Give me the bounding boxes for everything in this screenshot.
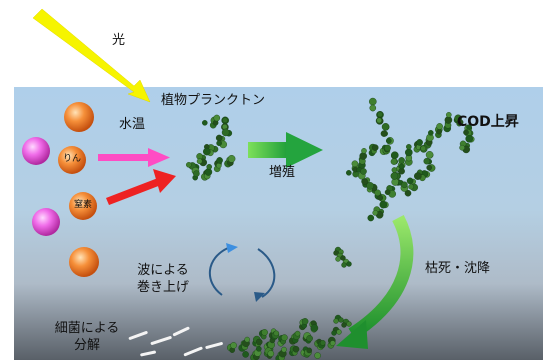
resuspension-cycle-arrows bbox=[208, 243, 276, 302]
bacteria-particles bbox=[128, 326, 223, 357]
growth-label: 増殖 bbox=[269, 165, 296, 180]
phosphorus-ball-icon bbox=[58, 146, 86, 174]
settling-arrow bbox=[336, 214, 414, 349]
phytoplankton-label: 植物プランクトン bbox=[161, 93, 266, 108]
water-body bbox=[14, 87, 543, 360]
nutrient-ball-icon bbox=[32, 208, 60, 236]
growth-arrow bbox=[248, 132, 323, 168]
nitrogen-inflow-arrow bbox=[106, 169, 176, 205]
nutrient-ball-icon bbox=[22, 137, 50, 165]
sunlight-arrow bbox=[32, 8, 151, 103]
light-label: 光 bbox=[112, 33, 126, 48]
nitrogen-ball-icon bbox=[69, 192, 97, 220]
water-temperature-label: 水温 bbox=[119, 117, 146, 132]
resuspension-label: 波による 巻き上げ bbox=[136, 263, 189, 295]
temperature-ball-icon bbox=[64, 102, 94, 132]
phytoplankton-clusters bbox=[185, 97, 475, 360]
nitrogen-ball-label: 窒素 bbox=[73, 200, 92, 210]
wither-settle-label: 枯死・沈降 bbox=[425, 261, 491, 276]
phosphorus-inflow-arrow bbox=[98, 148, 170, 167]
decomposition-label: 細菌による 分解 bbox=[54, 321, 120, 353]
nutrient-ball-icon bbox=[69, 247, 99, 277]
cod-rise-label: COD上昇 bbox=[457, 114, 519, 130]
phosphorus-ball-label: りん bbox=[62, 154, 81, 164]
